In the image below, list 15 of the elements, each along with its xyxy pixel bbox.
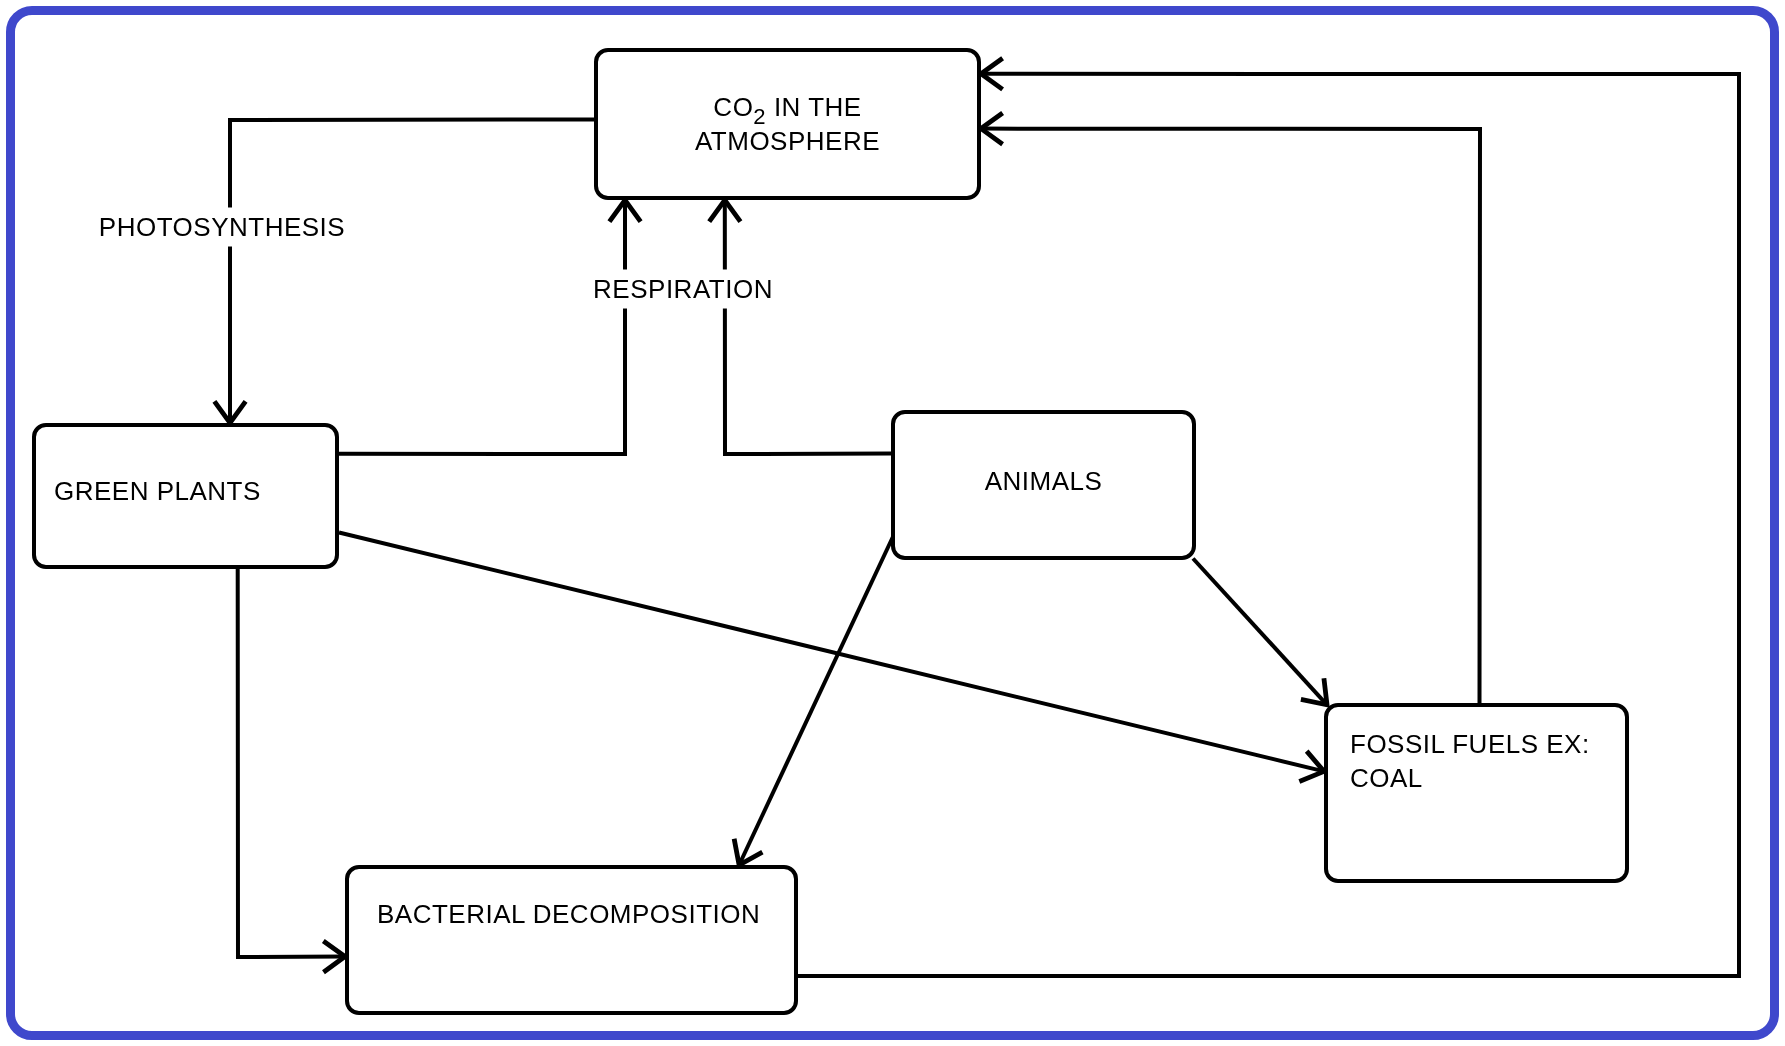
box-text: BACTERIAL DECOMPOSITION — [377, 898, 761, 931]
box-text: FOSSIL FUELS EX: COAL — [1350, 728, 1591, 795]
process-box — [345, 865, 798, 1015]
arrow — [706, 197, 891, 456]
box-text: CO$_{2}$ IN THE ATMOSPHERE — [693, 91, 882, 158]
arrow — [339, 197, 643, 456]
box-text: GREEN PLANTS — [54, 475, 261, 508]
process-box — [891, 410, 1196, 560]
box-text: ANIMALS — [984, 465, 1103, 498]
arrow — [212, 117, 594, 426]
arrow — [1191, 557, 1330, 708]
process-box — [32, 423, 339, 569]
process-box — [594, 48, 981, 200]
arrow — [798, 55, 1741, 978]
process-box — [1324, 703, 1629, 883]
